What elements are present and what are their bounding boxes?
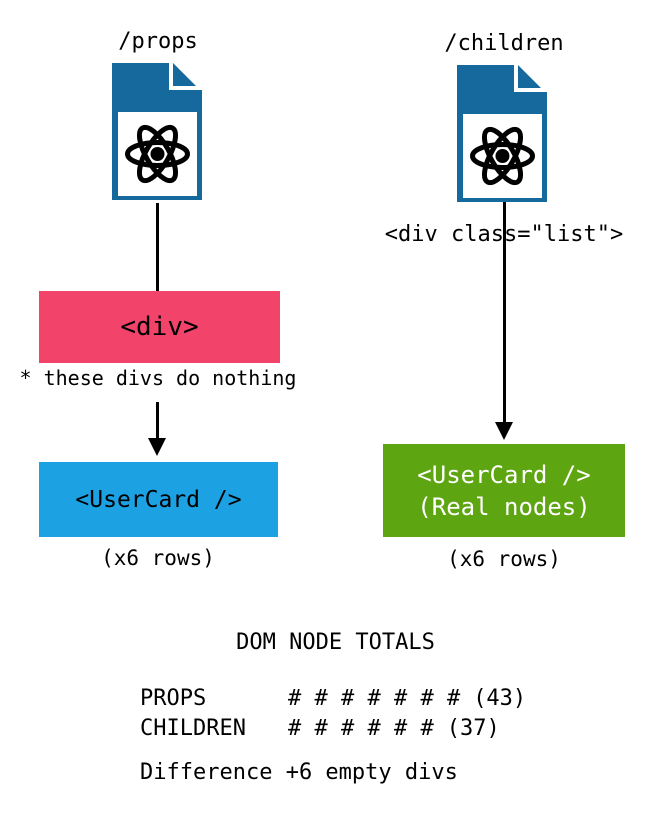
usercard-real-box: <UserCard /> (Real nodes) [383, 444, 625, 537]
react-atom-icon [125, 124, 190, 184]
div-box-label: <div> [120, 312, 199, 342]
usercard-real-box-label: <UserCard /> [417, 460, 591, 489]
children-rows-count-label: (x6 rows) [447, 547, 561, 571]
row-label: PROPS [140, 686, 207, 711]
list-wrapper-label: <div class="list"> [384, 222, 624, 247]
totals-row-children: CHILDREN # # # # # # (37) [140, 714, 526, 744]
empty-divs-note: * these divs do nothing [19, 366, 297, 390]
connector-line [156, 203, 159, 291]
totals-table: PROPS # # # # # # # (43) CHILDREN # # # … [140, 684, 526, 744]
usercard-real-box-sublabel: (Real nodes) [417, 492, 591, 521]
row-label: CHILDREN [140, 716, 246, 741]
react-file-icon [457, 65, 547, 202]
row-count: (43) [473, 686, 527, 711]
row-count: (37) [446, 716, 500, 741]
difference-text: Difference +6 empty divs [140, 760, 458, 785]
div-box: <div> [39, 291, 280, 363]
arrow-down-icon [156, 402, 159, 439]
props-rows-count-label: (x6 rows) [101, 546, 215, 570]
arrow-down-head-icon [495, 422, 513, 440]
row-bars: # # # # # # [288, 716, 434, 741]
totals-row-props: PROPS # # # # # # # (43) [140, 684, 526, 714]
usercard-box-label: <UserCard /> [75, 486, 242, 513]
children-column-title: /children [444, 31, 564, 56]
usercard-box: <UserCard /> [39, 462, 278, 537]
row-bars: # # # # # # # [288, 686, 461, 711]
props-column-title: /props [118, 29, 198, 54]
react-atom-icon [470, 126, 535, 186]
arrow-down-head-icon [148, 438, 166, 456]
react-file-icon [112, 63, 202, 200]
connector-line [503, 202, 506, 423]
totals-title: DOM NODE TOTALS [236, 630, 435, 655]
